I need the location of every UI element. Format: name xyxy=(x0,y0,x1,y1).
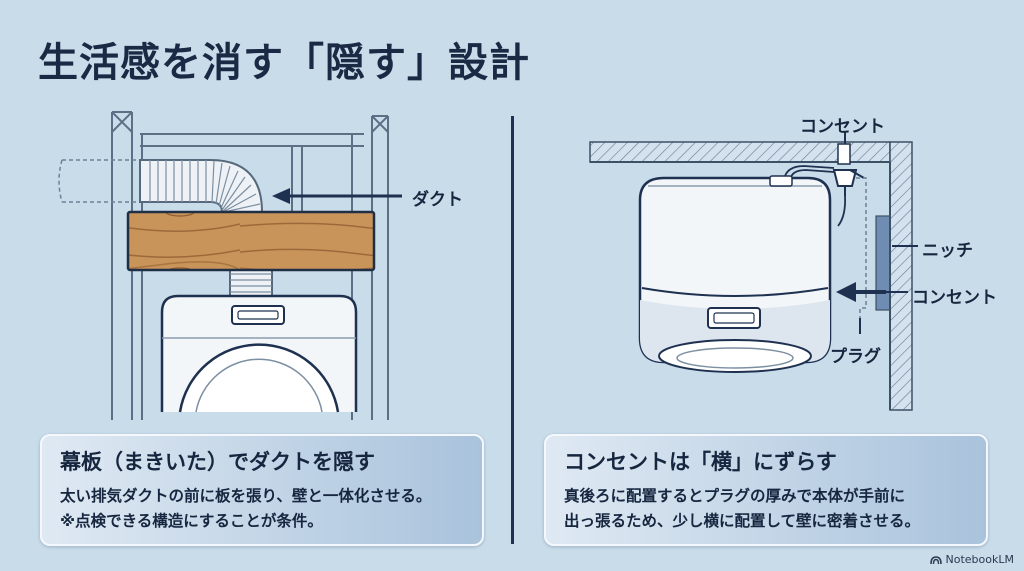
right-info-card: コンセントは「横」にずらす 真後ろに配置するとプラグの厚みで本体が手前に 出っ張… xyxy=(544,434,988,546)
left-info-card: 幕板（まきいた）でダクトを隠す 太い排気ダクトの前に板を張り、壁と一体化させる。… xyxy=(40,434,484,546)
cord-to-plug xyxy=(837,195,847,227)
exhaust-duct xyxy=(139,159,273,299)
page-title: 生活感を消す「隠す」設計 xyxy=(38,40,530,86)
brand-name: NotebookLM xyxy=(945,553,1014,566)
washer-front-view xyxy=(160,294,358,413)
top-outlet xyxy=(832,143,865,196)
outlet-side-label: コンセント xyxy=(912,288,997,308)
washer-side-view xyxy=(638,175,832,373)
right-card-title: コンセントは「横」にずらす xyxy=(564,450,837,474)
duct-arrow xyxy=(272,188,402,204)
brand-watermark: NotebookLM xyxy=(929,553,1014,566)
outlet-top-label: コンセント xyxy=(800,117,885,137)
duct-label: ダクト xyxy=(412,190,463,210)
wall-section xyxy=(589,141,913,411)
makuita-wood-panel xyxy=(126,210,376,272)
plug-hidden-line xyxy=(856,177,867,332)
duct-hidden-section xyxy=(58,159,140,203)
left-card-body: 太い排気ダクトの前に板を張り、壁と一体化させる。 ※点検できる構造にすることが条… xyxy=(60,487,432,530)
plug-label: プラグ xyxy=(830,347,881,367)
left-card-title: 幕板（まきいた）でダクトを隠す xyxy=(60,450,375,474)
notebooklm-logo-icon xyxy=(929,555,942,564)
right-card-body: 真後ろに配置するとプラグの厚みで本体が手前に 出っ張るため、少し横に配置して壁に… xyxy=(564,487,921,530)
leader-lines xyxy=(844,132,918,334)
outlet-arrow xyxy=(836,282,886,302)
niche-label: ニッチ xyxy=(922,241,973,261)
section-divider xyxy=(511,116,514,544)
